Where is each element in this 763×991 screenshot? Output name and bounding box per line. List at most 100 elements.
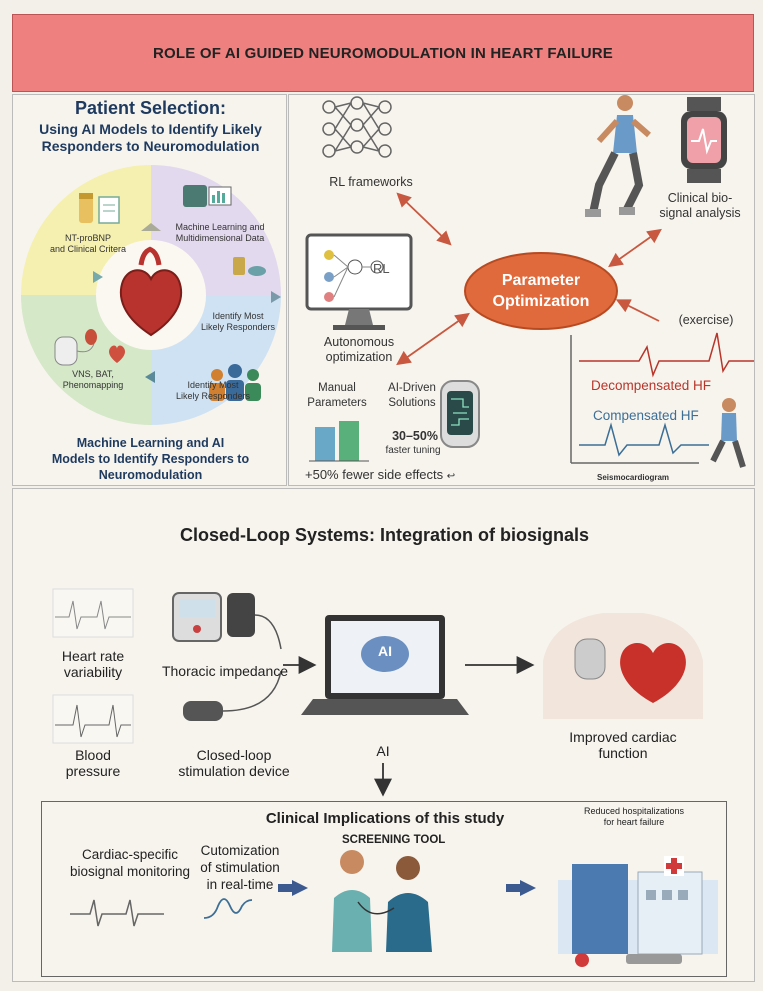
side-effects-text: +50% fewer side effects	[305, 467, 444, 482]
compensated-hf-label: Compensated HF	[593, 408, 699, 423]
vial-icon	[79, 193, 93, 223]
neural-network-icon	[322, 96, 392, 158]
runner-icon	[585, 95, 651, 217]
label-line: in real-time	[206, 877, 274, 892]
label-line: function	[598, 745, 648, 761]
closed-loop-title: Closed-Loop Systems: Integration of bios…	[179, 525, 590, 545]
pacemaker-icon	[574, 638, 606, 680]
selection-wheel	[21, 165, 281, 425]
brain-chart-icon	[183, 185, 232, 207]
parameter-optimization-node	[464, 252, 618, 330]
label-line: NT-proBNP	[64, 233, 111, 243]
stimulator-device-icon	[54, 329, 97, 366]
label-line: Parameters	[307, 397, 367, 409]
bp-monitor-cable	[254, 614, 282, 650]
label-line: Multidimensional Data	[175, 233, 265, 243]
ml-data-label: Machine Learning and Multidimensional Da…	[161, 222, 279, 244]
rl-icon-text: RL	[373, 261, 390, 276]
label-line: biosignal monitoring	[69, 864, 191, 879]
closed-loop-panel: Closed-Loop Systems: Integration of bios…	[12, 488, 755, 982]
clinical-implications-box: Clinical Implications of this study	[41, 801, 727, 977]
caption-line: Machine Learning and AI	[76, 436, 225, 450]
hospital-icon	[558, 856, 718, 967]
bp-monitor-icon	[172, 592, 255, 642]
responders-label-2: Identify Most Likely Responders	[168, 380, 258, 402]
label-line: AI-Driven	[388, 382, 436, 394]
closed-loop-diagram	[52, 588, 703, 797]
stimulation-device-label: Closed-loop stimulation device	[169, 747, 299, 779]
decompensated-waveform	[579, 332, 754, 378]
label-line: Improved cardiac	[569, 729, 677, 745]
bar-chart-icon	[309, 421, 369, 462]
hospital-bed-icon	[626, 954, 682, 964]
manual-parameters-label: Manual Parameters	[299, 381, 375, 411]
smartwatch-icon	[681, 97, 727, 183]
label-line: Likely Responders	[200, 322, 276, 332]
label-line: and Clinical Critera	[49, 244, 127, 254]
subtitle-line: Using AI Models to Identify Likely	[39, 121, 262, 137]
screening-tool-label: SCREENING TOOL	[342, 834, 446, 846]
label-line: Autonomous	[323, 335, 395, 349]
arrow-right-icon	[292, 880, 308, 896]
monitor-icon	[305, 233, 413, 330]
arrow-right-icon	[520, 880, 536, 896]
clinical-diagram	[70, 850, 718, 967]
side-effects-label: +50% fewer side effects ↩	[305, 467, 455, 482]
ml-caption: Machine Learning and AI Models to Identi…	[13, 435, 288, 483]
second-runner-icon	[710, 398, 746, 468]
seismocardiogram-label: Seismocardiogram	[597, 473, 670, 482]
arrow-shaft	[278, 884, 294, 892]
pill-bottle-icon	[233, 257, 266, 276]
chevron-right-icon	[93, 271, 103, 283]
caption-line: Neuromodulation	[98, 468, 203, 482]
label-line: Manual	[318, 382, 356, 394]
monitoring-label: Cardiac-specific biosignal monitoring	[66, 846, 194, 880]
label-line: optimization	[325, 350, 393, 364]
small-heart-icon	[109, 345, 125, 363]
cardiac-heart-icon	[620, 642, 686, 703]
ai-label: AI	[376, 743, 390, 759]
ai-brain-icon	[361, 636, 409, 672]
implant-chip-icon	[440, 380, 480, 448]
patient-selection-subtitle: Using AI Models to Identify Likely Respo…	[13, 121, 288, 155]
label-line: pressure	[65, 763, 121, 779]
bp-ecg-icon	[52, 694, 134, 744]
parameter-optimization-label: Parameter Optimization	[465, 270, 617, 312]
compensated-waveform	[579, 422, 709, 457]
optimization-panel: RL frameworks Clinical bio- signal analy…	[288, 94, 755, 486]
hrv-label: Heart rate variability	[43, 648, 143, 680]
label-line: Closed-loop	[196, 747, 272, 763]
label-line: Cutomization	[200, 843, 280, 858]
label-line: Cardiac-specific	[81, 847, 179, 862]
tuning-text: faster tuning	[385, 445, 441, 456]
hrv-ecg-icon	[52, 588, 134, 638]
label-line: of stimulation	[200, 860, 280, 875]
label-line: Phenomapping	[62, 380, 124, 390]
vns-label: VNS, BAT, Phenomapping	[53, 369, 133, 391]
label-line: Likely Responders	[175, 391, 251, 401]
reduced-hospitalizations-label: Reduced hospitalizations for heart failu…	[554, 806, 714, 828]
label-line: Clinical bio-	[667, 191, 733, 205]
label-line: variability	[63, 664, 123, 680]
label-line: Solutions	[388, 397, 436, 409]
heart-icon	[119, 246, 183, 337]
tuning-percent: 30–50%	[392, 429, 438, 443]
rl-frameworks-label: RL frameworks	[329, 175, 413, 189]
laptop-icon	[301, 615, 469, 715]
label-line: Identify Most	[212, 311, 264, 321]
doctor-patient-icon	[332, 850, 432, 952]
chevron-left-icon	[145, 371, 155, 383]
label-line: Identify Most	[187, 380, 239, 390]
page-title: ROLE OF AI GUIDED NEUROMODULATION IN HEA…	[153, 44, 613, 62]
arrow-clinical	[608, 228, 662, 268]
people-icon	[209, 364, 261, 401]
arrow-manual	[396, 312, 470, 366]
label-line: stimulation device	[178, 763, 290, 779]
location-pin-icon	[575, 953, 589, 967]
autonomous-label: Autonomous optimization	[309, 335, 409, 365]
clinical-biosignal-label: Clinical bio- signal analysis	[645, 191, 755, 221]
arrow-rl	[396, 192, 452, 246]
ai-driven-label: AI-Driven Solutions	[377, 381, 447, 411]
label-line: Machine Learning and	[175, 222, 265, 232]
decompensated-hf-label: Decompensated HF	[591, 378, 712, 393]
